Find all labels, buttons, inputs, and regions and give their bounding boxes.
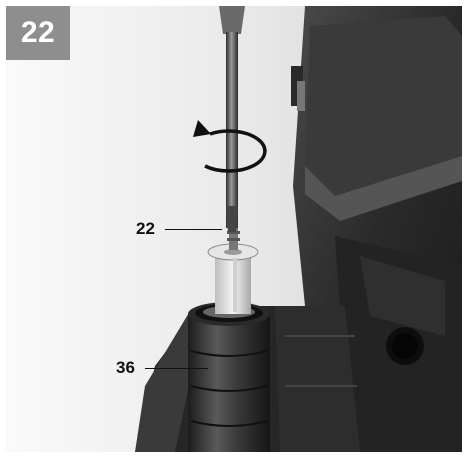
spool [207,243,259,314]
step-number-badge: 22 [6,6,70,60]
column-36 [188,302,270,452]
instruction-photo [5,6,462,452]
callout-leader-screw [165,229,222,231]
screw-22 [227,228,240,250]
callout-label-screw: 22 [136,219,155,238]
photo-illustration [5,6,462,452]
callout-label-column: 36 [116,358,135,377]
callout-leader-column [145,368,208,370]
rotation-arrow-icon [193,120,267,173]
